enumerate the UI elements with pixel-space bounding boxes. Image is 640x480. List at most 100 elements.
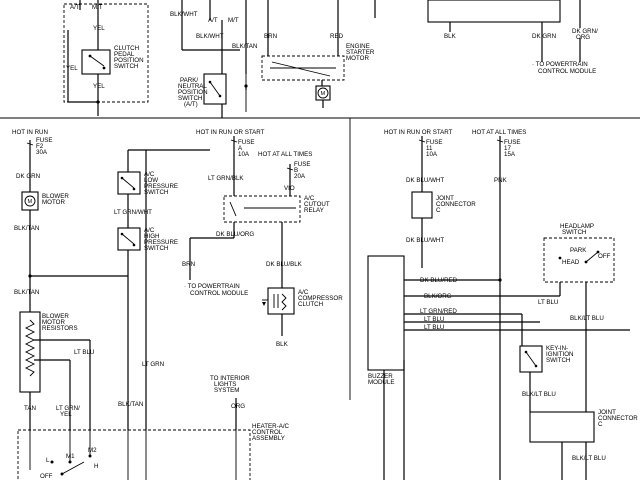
label-dk-grn-org-1: DK GRN/ (572, 28, 598, 35)
label-blower-resistors-2: MOTOR (42, 319, 65, 326)
label-ac-comp-1: A/C (298, 289, 309, 296)
label-park-neutral-5: (A/T) (184, 101, 198, 108)
label-lt-blu-c: LT BLU (538, 299, 558, 306)
label-lt-grn-1: LT GRN (142, 361, 164, 368)
label-head: HEAD (562, 259, 580, 266)
starter-m-glyph: M (321, 91, 326, 97)
label-blk-wht-top: BLK/WHT (170, 11, 198, 18)
label-to-interior-3: SYSTEM (214, 387, 239, 394)
label-starter-3: MOTOR (346, 55, 369, 62)
label-to-pcm-top-2: CONTROL MODULE (538, 68, 596, 75)
label-joint-c1-1: JOINT (436, 195, 454, 202)
label-switch-m2: M2 (88, 447, 97, 454)
label-fuse-a-3: 10A (238, 151, 250, 158)
label-key-in-2: IGNITION (546, 351, 574, 358)
label-switch-h: H (94, 463, 98, 470)
label-to-pcm-2-1: · TO POWERTRAIN (184, 283, 240, 290)
label-park-neutral-3: POSITION (178, 89, 208, 96)
label-joint-c2-1: JOINT (598, 409, 616, 416)
heater-ac-control-assembly (17, 398, 251, 480)
label-dk-grn-1: DK GRN (16, 173, 40, 180)
label-park-neutral-4: SWITCH (178, 95, 202, 102)
label-fuse-17-2: 17 (504, 145, 511, 152)
label-fuse-17-1: FUSE (504, 139, 521, 146)
label-at-mid: A/T (208, 17, 218, 24)
label-park-neutral-2: NEUTRAL (178, 83, 207, 90)
ac-relay-circuit (189, 136, 301, 336)
label-joint-c2-3: C (598, 421, 603, 428)
label-fuse-11-2: 11 (426, 145, 433, 152)
label-ac-low-4: SWITCH (144, 189, 168, 196)
label-at-top: A/T (70, 4, 80, 11)
label-yel-bottom: YEL (93, 83, 105, 90)
label-ac-high-4: SWITCH (144, 245, 168, 252)
label-hot-run-start-3: HOT IN RUN OR START (384, 129, 453, 136)
label-park: PARK (570, 247, 587, 254)
label-clutch-4: SWITCH (114, 63, 138, 70)
label-fuse-11-3: 10A (426, 151, 438, 158)
label-ac-low-1: A/C (144, 171, 155, 178)
label-dk-blu-blk: DK BLU/BLK (266, 261, 303, 268)
label-joint-c1-3: C (436, 207, 441, 214)
label-blk-org: BLK/ORG (424, 293, 452, 300)
label-fuse-a-1: FUSE (238, 139, 255, 146)
label-dk-blu-wht-1: DK BLU/WHT (406, 177, 444, 184)
buzzer-circuit (367, 136, 630, 480)
label-hot-all-times-3: HOT AT ALL TIMES (472, 129, 526, 136)
label-fuse-a-2: A (238, 145, 243, 152)
label-blk-top-right: BLK (444, 33, 457, 40)
label-ac-comp-2: COMPRESSOR (298, 295, 343, 302)
park-neutral-circuit (181, 0, 248, 118)
label-dk-blu-org: DK BLU/ORG (216, 231, 254, 238)
label-starter-2: STARTER (346, 49, 375, 56)
blower-m-glyph: M (28, 199, 33, 205)
label-lt-grn-yel-1: LT GRN/ (56, 405, 80, 412)
label-park-neutral-1: PARK/ (180, 77, 198, 84)
label-yel-left: YEL (66, 65, 78, 72)
label-ac-cutout-1: A/C (304, 195, 315, 202)
label-clutch-1: CLUTCH (114, 45, 139, 52)
label-blk-tan-3: BLK/TAN (118, 401, 143, 408)
label-dk-blu-red: DK BLU/RED (420, 277, 458, 284)
label-dk-grn-top: DK GRN (532, 33, 556, 40)
label-pnk: PNK (494, 177, 508, 184)
label-off: OFF (598, 253, 611, 260)
label-fuse-b-3: 20A (294, 173, 306, 180)
headlamp-circuit (519, 237, 615, 480)
label-tan-1: TAN (24, 405, 36, 412)
label-blk-2: BLK (276, 341, 289, 348)
label-fuse-11-1: FUSE (426, 139, 443, 146)
label-ac-comp-3: CLUTCH (298, 301, 323, 308)
label-to-interior-2: LIGHTS (214, 381, 236, 388)
label-hot-run-start-2: HOT IN RUN OR START (196, 129, 265, 136)
label-fuse-b-2: B (294, 167, 298, 174)
blower-circuit: M (19, 140, 128, 430)
ac-pressure-circuit (117, 149, 210, 430)
label-key-in-1: KEY-IN- (546, 345, 568, 352)
label-to-pcm-top-1: · TO POWERTRAIN (532, 61, 588, 68)
label-fuse-f2-3: 30A (36, 149, 48, 156)
label-lt-grn-wht: LT GRN/WHT (114, 209, 152, 216)
label-ac-cutout-3: RELAY (304, 207, 324, 214)
label-joint-c2-2: CONNECTOR (598, 415, 638, 422)
label-blk-tan-2: BLK/TAN (14, 289, 39, 296)
label-clutch-2: PEDAL (114, 51, 135, 58)
label-lt-blu-b: LT BLU (424, 324, 444, 331)
label-blower-resistors-3: RESISTORS (42, 325, 78, 332)
label-heater-ac-3: ASSEMBLY (252, 435, 285, 442)
label-blower-resistors-1: BLOWER (42, 313, 69, 320)
label-heater-ac-2: CONTROL (252, 429, 283, 436)
label-red-top: RED (330, 33, 344, 40)
label-blk-tan-mid: BLK/TAN (232, 43, 257, 50)
label-lt-grn-blk: LT GRN/BLK (208, 175, 244, 182)
label-to-pcm-2-2: CONTROL MODULE (190, 290, 248, 297)
label-headlamp-2: SWITCH (562, 229, 586, 236)
label-lt-blu-1: LT BLU (74, 349, 94, 356)
label-org-1: ORG (231, 403, 245, 410)
label-dk-blu-wht-2: DK BLU/WHT (406, 237, 444, 244)
label-brn-top: BRN (264, 33, 277, 40)
label-hot-all-times-2: HOT AT ALL TIMES (258, 151, 312, 158)
label-dk-grn-org-2: ORG (576, 34, 590, 41)
label-ac-high-1: A/C (144, 227, 155, 234)
